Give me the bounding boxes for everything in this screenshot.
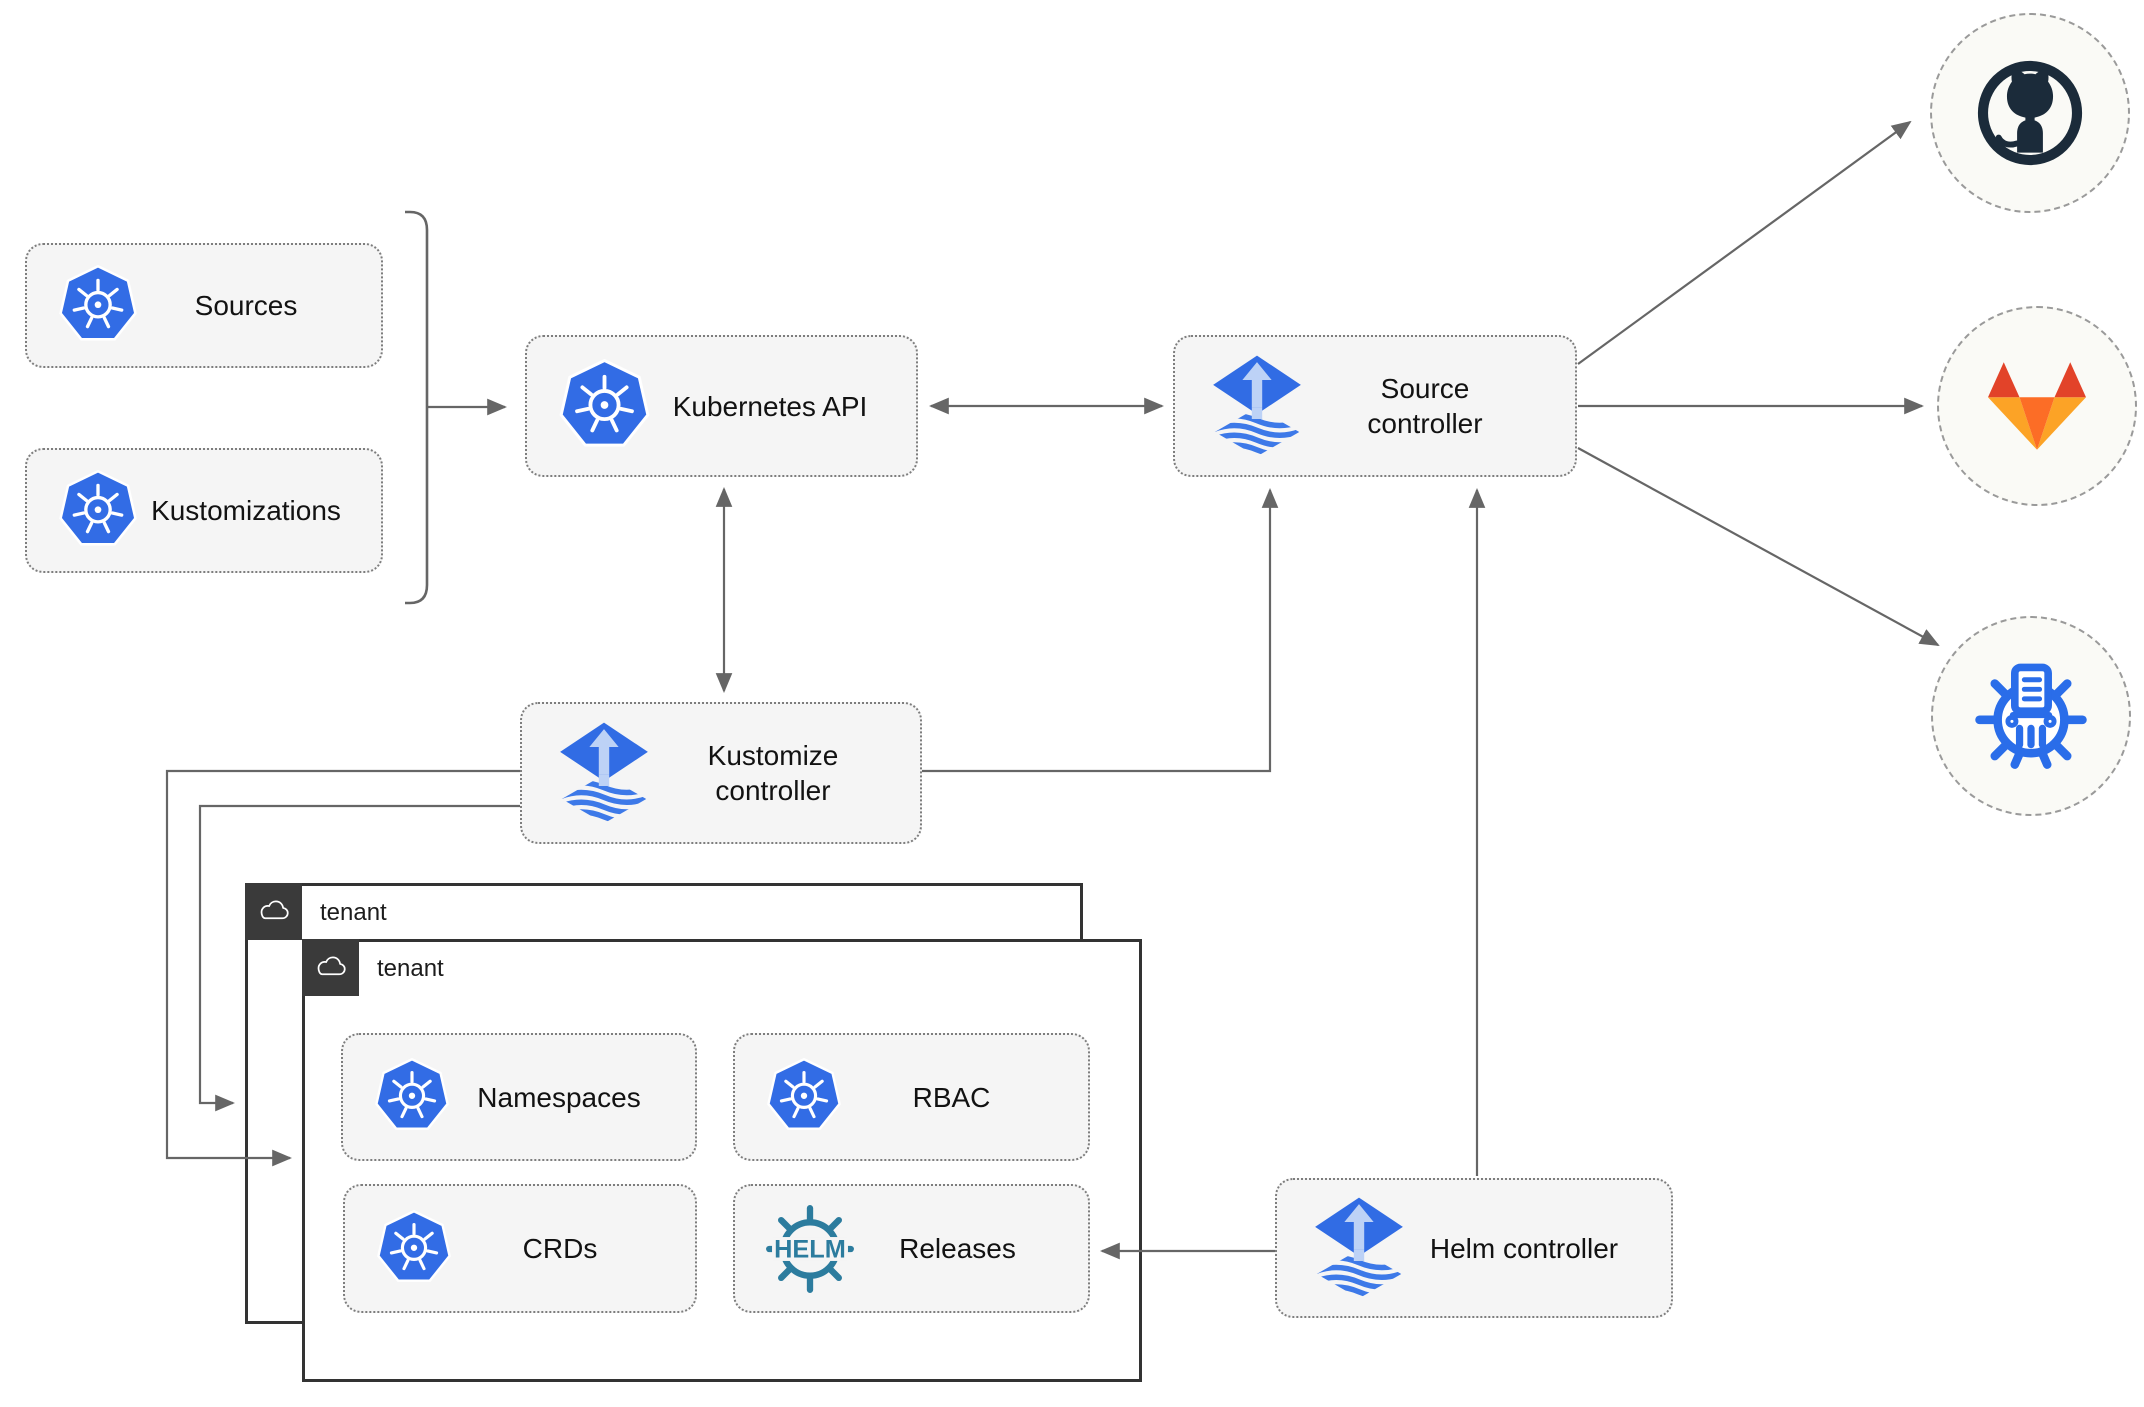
node-helm-controller: Helm controller bbox=[1275, 1178, 1673, 1318]
kubernetes-icon bbox=[57, 470, 139, 552]
endpoint-gitlab bbox=[1937, 306, 2137, 506]
node-crds: CRDs bbox=[343, 1184, 697, 1313]
kubernetes-icon bbox=[373, 1058, 451, 1136]
flux-icon bbox=[1205, 354, 1309, 458]
arrow-kustomize-controller-to-source-controller bbox=[922, 488, 1279, 773]
node-label: Kubernetes API bbox=[672, 390, 868, 422]
node-kustomizations: Kustomizations bbox=[25, 448, 383, 573]
node-label: Kustomizations bbox=[151, 495, 341, 526]
cloud-icon bbox=[254, 892, 294, 932]
node-label: Kustomize controller bbox=[707, 740, 839, 806]
node-rbac: RBAC bbox=[733, 1033, 1090, 1161]
node-sources: Sources bbox=[25, 243, 383, 368]
node-label: Source controller bbox=[1367, 373, 1483, 439]
gitlab-icon bbox=[1981, 350, 2093, 462]
node-releases: Releases bbox=[733, 1184, 1090, 1313]
node-label: Helm controller bbox=[1429, 1232, 1619, 1264]
node-label: RBAC bbox=[912, 1081, 991, 1113]
tenant-badge bbox=[302, 939, 359, 996]
tenant-badge bbox=[245, 883, 302, 940]
kubernetes-icon bbox=[57, 265, 139, 347]
tenant-label: tenant bbox=[377, 955, 444, 982]
tenant-label: tenant bbox=[320, 899, 387, 926]
node-label: Sources bbox=[194, 290, 298, 321]
cloud-icon bbox=[311, 948, 351, 988]
arrow-source-controller-to-github bbox=[1577, 120, 1912, 365]
node-kustomize-controller: Kustomize controller bbox=[520, 702, 922, 844]
flux-icon bbox=[552, 721, 656, 825]
node-label: CRDs bbox=[522, 1233, 598, 1264]
endpoint-github bbox=[1930, 13, 2130, 213]
node-source-controller: Source controller bbox=[1173, 335, 1577, 477]
node-label: Releases bbox=[899, 1233, 1016, 1264]
kubernetes-icon bbox=[557, 359, 652, 454]
kubernetes-icon bbox=[765, 1058, 843, 1136]
github-icon bbox=[1971, 54, 2089, 172]
helm-icon bbox=[765, 1204, 855, 1294]
chartmuseum-icon bbox=[1970, 655, 2092, 777]
bracket-sources-kustomizations bbox=[405, 210, 429, 605]
node-label: Namespaces bbox=[477, 1081, 641, 1113]
endpoint-chartmuseum bbox=[1931, 616, 2131, 816]
kubernetes-icon bbox=[375, 1210, 453, 1288]
node-kubernetes-api: Kubernetes API bbox=[525, 335, 918, 477]
arrow-source-controller-to-chartmuseum bbox=[1577, 447, 1940, 646]
node-namespaces: Namespaces bbox=[341, 1033, 697, 1161]
flux-icon bbox=[1307, 1196, 1411, 1300]
